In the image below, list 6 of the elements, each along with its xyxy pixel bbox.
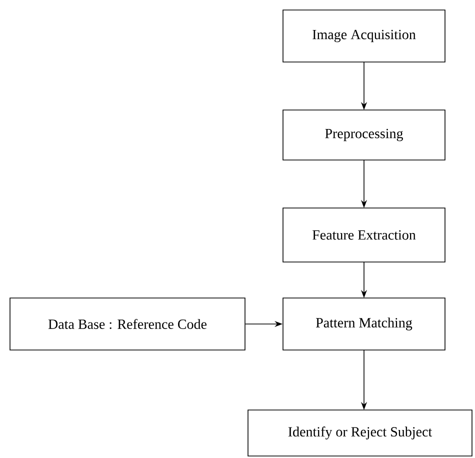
process-box: Data Base : Reference Code [10, 298, 246, 350]
process-box: Image Acquisition [282, 10, 446, 62]
process-box: Feature Extraction [282, 208, 446, 262]
process-box: Pattern Matching [282, 298, 446, 350]
process-box: Identify or Reject Subject [248, 410, 472, 456]
process-box: Preprocessing [282, 110, 446, 160]
